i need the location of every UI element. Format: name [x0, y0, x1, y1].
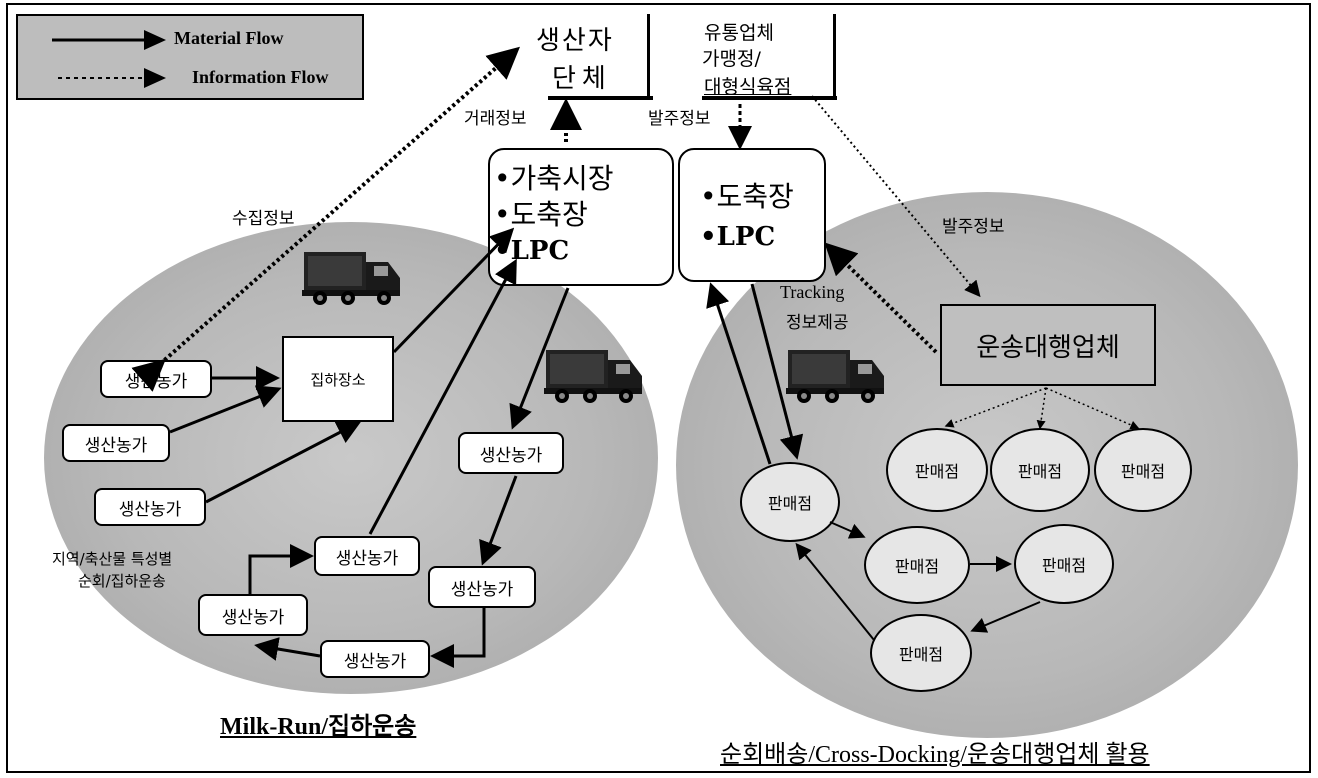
- distributor-line3: 대형식육점: [704, 76, 792, 98]
- arrow-carrier-store-3: [1045, 387, 1140, 430]
- arrow-farm-e-hub: [368, 258, 517, 535]
- arrow-farm-f-farm-h: [430, 608, 486, 668]
- store-node-5: 판매점: [864, 526, 970, 604]
- arrow-store-4-store-5: [829, 521, 866, 539]
- distributor-org: 유통업체 가맹정/ 대형식육점: [676, 14, 837, 100]
- store-node-4: 판매점: [740, 462, 840, 542]
- distributor-line2: 가맹정/: [702, 48, 761, 70]
- caption-right: 순회배송/Cross-Docking/운송대행업체 활용: [720, 742, 1150, 768]
- right-hub: •도축장 •LPC: [678, 148, 826, 282]
- right-hub-item-2: •LPC: [700, 222, 776, 252]
- producer-org: 생산자 단체: [500, 14, 653, 100]
- distributor-line1: 유통업체: [704, 22, 774, 44]
- caption-left: Milk-Run/집하운송: [220, 714, 417, 740]
- arrow-store-4-hub: [706, 282, 772, 465]
- truck-icon-middle: [544, 350, 642, 403]
- order-info-top-label: 발주정보: [648, 109, 711, 129]
- farm-node-e: 생산농가: [314, 536, 420, 576]
- store-node-2: 판매점: [990, 428, 1090, 512]
- store-node-3: 판매점: [1094, 428, 1192, 512]
- store-node-1: 판매점: [886, 428, 988, 512]
- arrow-farm-b-collection: [169, 385, 282, 434]
- arrow-farm-c-collection: [205, 421, 362, 504]
- arrow-farm-d-farm-f: [479, 475, 518, 566]
- store-node-6: 판매점: [1014, 524, 1114, 604]
- order-info-right-label: 발주정보: [942, 217, 1005, 237]
- farm-node-f: 생산농가: [428, 566, 536, 608]
- producer-org-line2: 단체: [552, 64, 612, 94]
- farm-node-g: 생산농가: [198, 594, 308, 636]
- arrow-collection-hub: [392, 227, 515, 354]
- farm-node-d: 생산농가: [458, 432, 564, 474]
- arrow-store-6-store-7: [970, 601, 1041, 633]
- arrow-carrier-store-2: [1036, 387, 1047, 430]
- arrow-order-info-right: [811, 95, 981, 298]
- arrow-hub-farm-d: [509, 287, 570, 430]
- region-label-1: 지역/축산물 특성별: [52, 550, 173, 568]
- arrow-farm-h-farm-g: [254, 637, 321, 661]
- producer-org-line1: 생산자: [536, 26, 614, 56]
- farm-node-b: 생산농가: [62, 424, 170, 462]
- store-node-7: 판매점: [870, 614, 972, 692]
- right-hub-item-1: •도축장: [700, 180, 794, 213]
- truck-icon-right: [786, 350, 884, 403]
- arrow-collect-info: [131, 46, 521, 392]
- arrow-hub-store-4: [750, 283, 804, 460]
- farm-node-c: 생산농가: [94, 488, 206, 526]
- farm-node-h: 생산농가: [320, 640, 430, 678]
- region-label-2: 순회/집하운송: [78, 572, 166, 590]
- tracking-info-label: 정보제공: [786, 313, 849, 333]
- carrier-company: 운송대행업체: [940, 304, 1156, 386]
- tracking-label: Tracking: [780, 282, 845, 302]
- arrow-farm-g-farm-e: [248, 544, 314, 594]
- arrow-tracking: [824, 242, 938, 354]
- arrow-carrier-store-1: [944, 387, 1047, 428]
- legend-material-label: Material Flow: [174, 28, 284, 48]
- arrow-store-7-store-4: [795, 542, 875, 641]
